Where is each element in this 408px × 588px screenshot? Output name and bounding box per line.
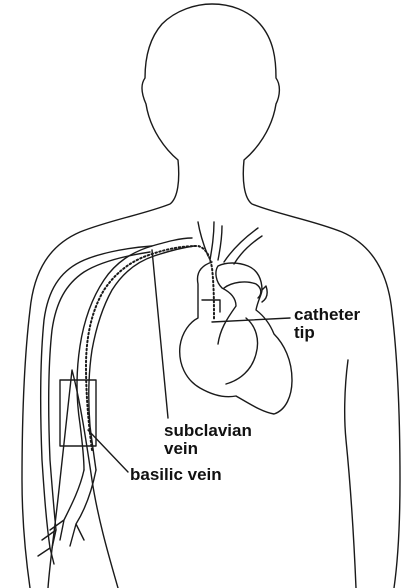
aortic-arch	[224, 282, 261, 298]
catheter-tip-leader	[212, 318, 290, 322]
vein-cephalic-inner	[49, 252, 150, 530]
body-outline	[22, 4, 400, 588]
label-basilic-vein: basilic vein	[130, 466, 222, 484]
label-subclavian-vein-line1: subclavian	[164, 422, 252, 440]
catheter-line	[86, 246, 214, 450]
heart	[180, 262, 292, 414]
label-catheter-tip-line1: catheter	[294, 306, 360, 324]
great-vessels	[198, 222, 262, 264]
label-subclavian-vein-line2: vein	[164, 440, 198, 458]
right-arm-inner-contour	[345, 360, 356, 588]
label-catheter-tip-line2: tip	[294, 324, 315, 342]
subclavian-leader	[152, 250, 168, 418]
